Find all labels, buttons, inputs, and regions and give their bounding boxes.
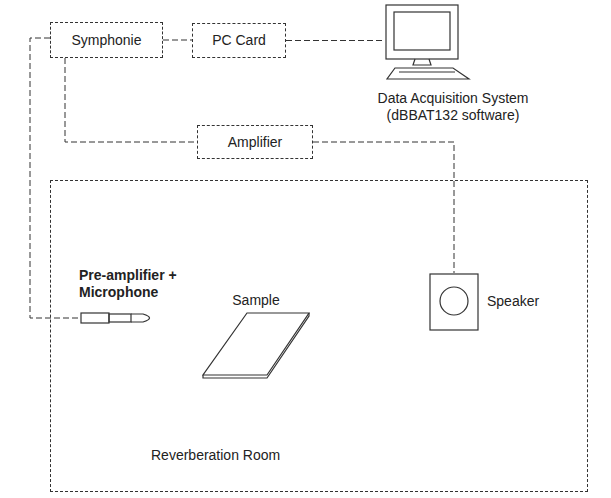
signal-wire	[163, 40, 192, 41]
sample-plate: Sample	[201, 311, 311, 379]
room-outline: Pre-amplifier + MicrophoneSampleSpeakerR…	[50, 180, 588, 492]
computer-icon: Data Acquisition System (dBBAT132 softwa…	[385, 4, 470, 80]
sample-plate	[201, 311, 311, 379]
part-label: Pre-amplifier + Microphone	[79, 267, 197, 301]
signal-wire	[313, 142, 454, 273]
signal-wire	[30, 38, 81, 318]
microphone-symbol	[81, 309, 156, 327]
part-label: Sample	[201, 292, 311, 309]
box-label: PC Card	[212, 32, 266, 49]
amplifier-box: Amplifier	[197, 125, 313, 159]
signal-wire	[65, 58, 197, 142]
computer-icon	[385, 4, 470, 80]
part-label: Speaker	[487, 293, 539, 310]
hardware-box: Symphonie	[50, 22, 163, 58]
box-label: Amplifier	[228, 134, 282, 151]
speaker-symbol	[429, 273, 479, 331]
card-box: PC Card	[192, 23, 286, 58]
room-label: Reverberation Room	[151, 447, 280, 464]
speaker-symbol: Speaker	[429, 273, 479, 331]
box-label: Symphonie	[71, 32, 141, 49]
signal-wire	[286, 40, 385, 41]
microphone-symbol: Pre-amplifier + Microphone	[81, 309, 156, 327]
part-label: Data Acquisition System (dBBAT132 softwa…	[353, 90, 553, 124]
